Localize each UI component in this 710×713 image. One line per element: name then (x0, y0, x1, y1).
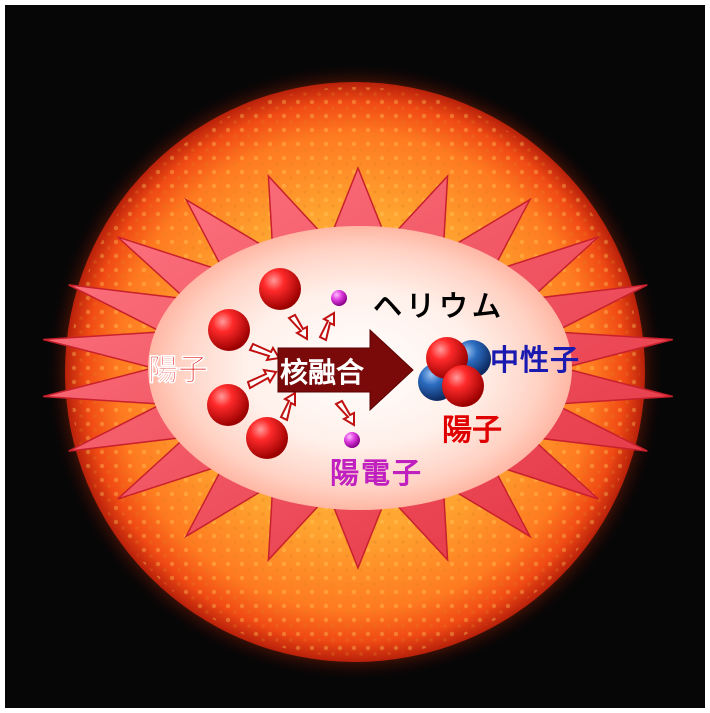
neutron-label: 中性子 (490, 343, 580, 377)
proton-left-label: 陽子 (148, 353, 208, 388)
helium-label: ヘリウム (373, 289, 505, 323)
proton-sphere (208, 309, 250, 351)
protons-group (207, 268, 301, 459)
positron-sphere (344, 432, 360, 448)
fusion-arrow (277, 328, 414, 412)
hollow-arrow-icon (248, 342, 281, 362)
proton-sphere (246, 417, 288, 459)
hollow-arrow-icon (287, 313, 308, 341)
hollow-arrow-icon (318, 311, 335, 342)
fusion-label: 核融合 (280, 356, 365, 389)
proton-sphere (207, 384, 249, 426)
proton-sphere (259, 268, 301, 310)
positron-label: 陽電子 (330, 456, 423, 490)
hollow-arrow-icon (279, 391, 296, 422)
reaction-arrows (246, 311, 355, 427)
positron-sphere (331, 290, 347, 306)
proton-sphere (442, 365, 484, 407)
proton-right-label: 陽子 (442, 413, 502, 448)
hollow-arrow-icon (246, 368, 278, 390)
helium-nucleus (418, 337, 491, 407)
hollow-arrow-icon (334, 399, 355, 427)
